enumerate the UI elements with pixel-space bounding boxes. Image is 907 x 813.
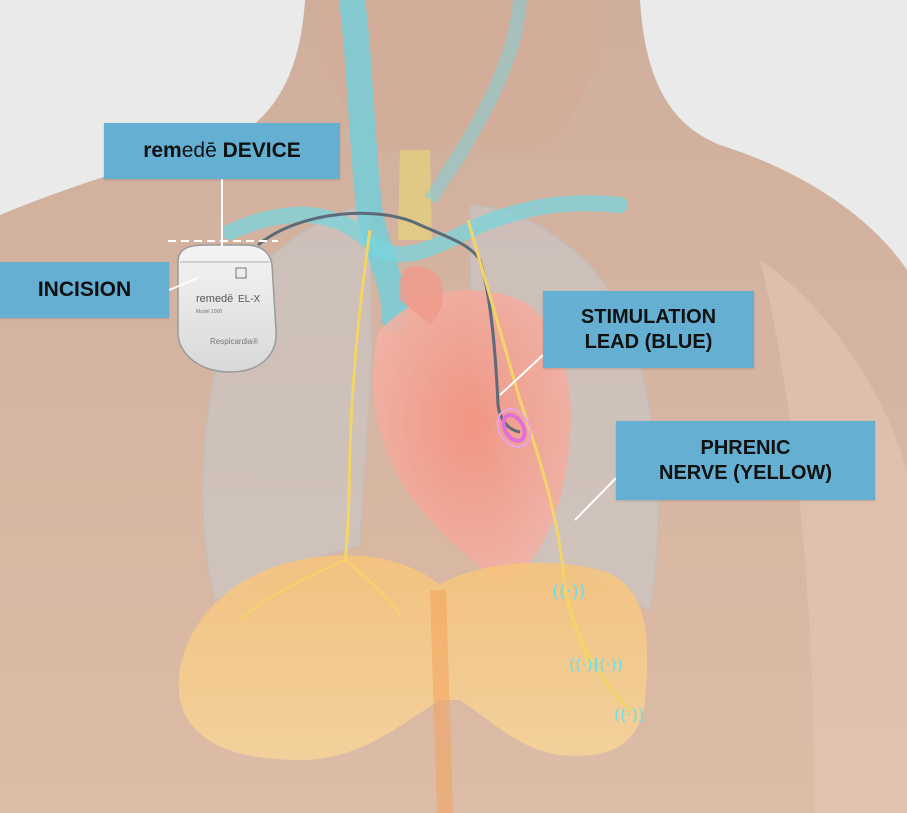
stimulation-lead-callout: STIMULATION LEAD (BLUE)	[543, 291, 754, 368]
device-model-sub: Model 1000	[196, 309, 222, 315]
device-suffix: DEVICE	[217, 139, 301, 163]
electrode-icon: ((·))	[593, 655, 623, 674]
device-brand-bold: rem	[143, 139, 182, 163]
nerve-label-line1: PHRENIC	[659, 436, 832, 461]
pulse-generator-icon: remedē EL-X Model 1000 Respicardia®	[178, 245, 276, 372]
electrode-icon: ((·))	[552, 581, 586, 602]
incision-callout: INCISION	[0, 262, 169, 318]
electrode-icon: ((·))	[614, 705, 644, 724]
svg-text:((·)): ((·))	[552, 581, 586, 602]
device-model-label: EL-X	[238, 294, 261, 305]
lead-label-line1: STIMULATION	[581, 305, 716, 330]
aorta-descending	[438, 590, 445, 813]
svg-text:((·)): ((·))	[593, 655, 623, 674]
nerve-label-line2: NERVE (YELLOW)	[659, 461, 832, 486]
lead-label-line2: LEAD (BLUE)	[581, 330, 716, 355]
svg-text:((·)): ((·))	[614, 705, 644, 724]
device-brand-light: edē	[182, 139, 217, 163]
device-maker-label: Respicardia®	[210, 337, 258, 346]
incision-label: INCISION	[38, 278, 131, 302]
phrenic-nerve-callout: PHRENIC NERVE (YELLOW)	[616, 421, 875, 500]
device-brand-label: remedē	[196, 293, 233, 305]
